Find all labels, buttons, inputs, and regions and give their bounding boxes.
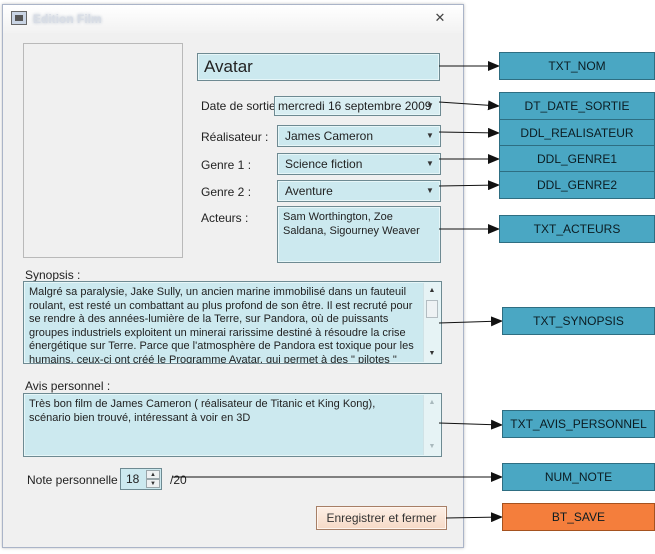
rating-value: 18	[126, 472, 140, 486]
genre1-value: Science fiction	[285, 157, 363, 171]
tag-ddl-genre1: DDL_GENRE1	[499, 145, 655, 173]
genre2-dropdown[interactable]: Aventure ▼	[277, 180, 441, 202]
synopsis-text: Malgré sa paralysie, Jake Sully, un anci…	[29, 286, 414, 364]
release-date-picker[interactable]: mercredi 16 septembre 2009 ▼	[274, 96, 441, 116]
synopsis-textarea[interactable]: Malgré sa paralysie, Jake Sully, un anci…	[23, 281, 442, 364]
scroll-up-icon[interactable]: ▲	[428, 287, 436, 294]
tag-ddl-genre2: DDL_GENRE2	[499, 171, 655, 199]
genre2-value: Aventure	[285, 184, 333, 198]
tag-num-note: NUM_NOTE	[502, 463, 655, 491]
title-bar[interactable]: Edition Film ✕	[3, 5, 463, 33]
tag-ddl-realisateur: DDL_REALISATEUR	[499, 119, 655, 147]
edition-film-window: Edition Film ✕ Avatar Date de sortie : m…	[2, 4, 464, 548]
close-icon[interactable]: ✕	[434, 10, 446, 25]
genre2-label: Genre 2 :	[201, 185, 252, 199]
chevron-down-icon[interactable]: ▼	[426, 159, 434, 168]
rating-suffix: /20	[170, 473, 187, 487]
tag-txt-acteurs: TXT_ACTEURS	[499, 215, 655, 243]
app-icon	[11, 11, 27, 25]
save-and-close-button[interactable]: Enregistrer et fermer	[316, 506, 447, 530]
personal-review-label: Avis personnel :	[25, 379, 111, 393]
tag-txt-nom: TXT_NOM	[499, 52, 655, 80]
date-label: Date de sortie :	[201, 99, 283, 113]
tag-txt-avis-personnel: TXT_AVIS_PERSONNEL	[502, 410, 655, 438]
genre1-label: Genre 1 :	[201, 158, 252, 172]
spin-down-icon[interactable]: ▼	[146, 479, 160, 488]
scroll-up-icon[interactable]: ▲	[428, 399, 436, 406]
rating-stepper[interactable]: 18 ▲ ▼	[120, 468, 162, 490]
scroll-down-icon[interactable]: ▼	[428, 350, 436, 357]
chevron-down-icon[interactable]: ▼	[426, 131, 434, 140]
spin-up-icon[interactable]: ▲	[146, 470, 160, 479]
title-input[interactable]: Avatar	[197, 53, 440, 81]
scroll-down-icon[interactable]: ▼	[428, 443, 436, 450]
scroll-thumb[interactable]	[426, 300, 438, 318]
personal-rating-label: Note personnelle :	[27, 473, 125, 487]
director-value: James Cameron	[285, 129, 374, 143]
personal-review-text: Très bon film de James Cameron ( réalisa…	[29, 398, 376, 424]
personal-review-textarea[interactable]: Très bon film de James Cameron ( réalisa…	[23, 393, 442, 457]
director-label: Réalisateur :	[201, 130, 269, 144]
chevron-down-icon[interactable]: ▼	[426, 186, 434, 195]
tag-bt-save: BT_SAVE	[502, 503, 655, 531]
review-scrollbar[interactable]: ▲ ▼	[423, 395, 440, 455]
synopsis-scrollbar[interactable]: ▲ ▼	[423, 283, 440, 362]
form-body: Avatar Date de sortie : mercredi 16 sept…	[9, 33, 457, 541]
synopsis-label: Synopsis :	[25, 268, 81, 282]
genre1-dropdown[interactable]: Science fiction ▼	[277, 153, 441, 175]
poster-picture	[23, 43, 183, 258]
actors-textarea[interactable]: Sam Worthington, Zoe Saldana, Sigourney …	[277, 206, 441, 263]
tag-dt-date-sortie: DT_DATE_SORTIE	[499, 92, 655, 120]
actors-label: Acteurs :	[201, 211, 249, 225]
release-date-value: mercredi 16 septembre 2009	[278, 99, 432, 113]
director-dropdown[interactable]: James Cameron ▼	[277, 125, 441, 147]
window-title: Edition Film	[33, 12, 102, 26]
chevron-down-icon[interactable]: ▼	[426, 101, 434, 110]
tag-txt-synopsis: TXT_SYNOPSIS	[502, 307, 655, 335]
